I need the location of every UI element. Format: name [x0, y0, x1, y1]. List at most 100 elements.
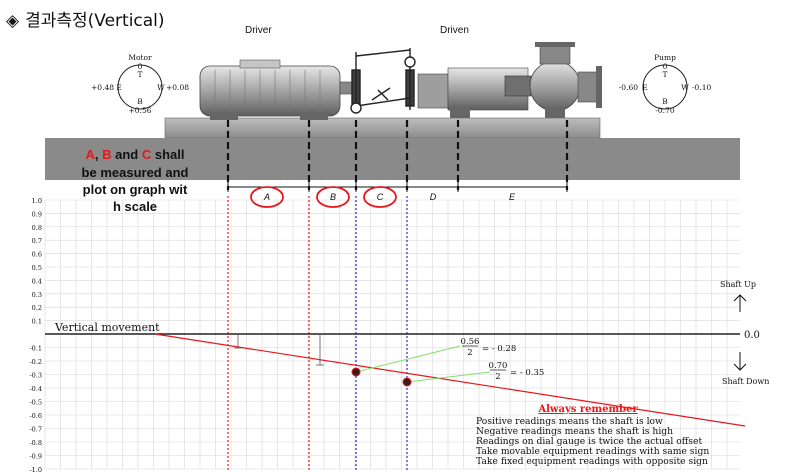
svg-text:+0.08: +0.08 — [166, 83, 189, 92]
motor-foot — [300, 112, 328, 120]
svg-text:T: T — [662, 70, 667, 79]
offset-dimensions — [234, 334, 324, 366]
shaft-up-label: Shaft Up — [720, 280, 756, 289]
pump-dial-circle — [642, 64, 688, 110]
reference-lines — [227, 196, 408, 470]
y-tick-label: 0.2 — [32, 304, 42, 312]
vertical-movement-label: Vertical movement — [54, 321, 160, 334]
segment-bar: A B C D E — [227, 182, 568, 208]
motor-shaft — [339, 81, 353, 95]
segment-label-d: D — [430, 192, 437, 202]
page-title: ◈결과측정(Vertical) — [6, 6, 165, 31]
pump-name: Pump — [654, 53, 676, 62]
y-tick-label: 0.1 — [32, 318, 42, 326]
svg-text:-0.60: -0.60 — [619, 83, 638, 92]
zero-label: 0.0 — [744, 330, 760, 341]
svg-text:T: T — [137, 70, 142, 79]
y-tick-label: 0.7 — [32, 237, 42, 245]
remember-line: Readings on dial gauge is twice the actu… — [476, 436, 702, 447]
instruction-note: A, B and C shall be measured and plot on… — [82, 147, 189, 214]
title-text: 결과측정(Vertical) — [25, 11, 165, 31]
formula-1: 0.56 2 = - 0.28 — [461, 337, 517, 358]
y-tick-label: 0.4 — [32, 277, 42, 285]
segment-c-circle — [363, 186, 397, 208]
motor-body — [199, 65, 341, 117]
pump-casing — [529, 60, 581, 112]
y-tick-label: 0.3 — [32, 291, 42, 299]
y-tick-label: -0.5 — [29, 399, 42, 407]
y-tick-label: 1.0 — [32, 197, 42, 205]
segment-b-circle — [316, 186, 350, 208]
motor-dial-circle — [117, 64, 163, 110]
svg-text:W: W — [157, 83, 165, 92]
shaft-down-label: Shaft Down — [722, 377, 769, 386]
svg-text:0.70: 0.70 — [489, 361, 508, 371]
pump-suction — [577, 71, 599, 103]
remember-heading: Always remember — [537, 404, 638, 415]
svg-text:0: 0 — [138, 62, 143, 71]
formula-2: 0.70 2 = - 0.35 — [489, 361, 545, 382]
segment-label-c: C — [377, 192, 384, 202]
svg-text:W: W — [681, 83, 689, 92]
svg-text:-0.70: -0.70 — [655, 106, 674, 115]
svg-text:0: 0 — [663, 62, 668, 71]
baseplate — [164, 117, 601, 139]
y-tick-label: 0.9 — [32, 210, 42, 218]
motor-readings: Motor 0 T +0.48 E W +0.08 B +0.56 — [91, 53, 189, 115]
y-tick-label: -0.2 — [29, 358, 42, 366]
segment-a-circle — [250, 186, 284, 208]
svg-text:B: B — [137, 97, 143, 106]
y-tick-label: -0.9 — [29, 453, 42, 461]
segment-label-e: E — [509, 192, 516, 202]
remember-line: Take fixed equipment readings with oppos… — [476, 456, 708, 467]
y-tick-label: -0.1 — [29, 345, 42, 353]
svg-text:2: 2 — [467, 348, 472, 358]
y-tick-label: 0.6 — [32, 251, 42, 259]
svg-text:A, B and C shall: A, B and C shall — [86, 147, 185, 162]
measurement-positions — [226, 120, 569, 190]
y-tick-label: -0.4 — [29, 385, 42, 393]
y-tick-label: -0.7 — [29, 426, 42, 434]
y-tick-label: 0.8 — [32, 224, 42, 232]
motor-terminal-box — [239, 59, 281, 69]
segment-label-b: B — [330, 192, 336, 202]
always-remember: Always remember Positive readings means … — [476, 404, 709, 467]
measurement-points — [351, 367, 412, 387]
svg-text:+0.56: +0.56 — [129, 106, 152, 115]
svg-text:B: B — [662, 97, 668, 106]
y-tick-label: -1.0 — [29, 466, 42, 474]
y-tick-label: -0.3 — [29, 372, 42, 380]
driven-label: Driven — [440, 25, 469, 36]
diamond-icon: ◈ — [6, 11, 20, 31]
svg-text:2: 2 — [495, 372, 500, 382]
svg-text:+0.48: +0.48 — [91, 83, 114, 92]
svg-text:0.56: 0.56 — [461, 337, 480, 347]
formula-connectors — [355, 345, 491, 383]
svg-text:= - 0.35: = - 0.35 — [510, 368, 544, 378]
y-tick-label: 0.5 — [32, 264, 42, 272]
segment-label-a: A — [263, 192, 270, 202]
driver-label: Driver — [245, 25, 272, 36]
y-tick-label: -0.6 — [29, 412, 42, 420]
remember-line: Negative readings means the shaft is hig… — [476, 426, 673, 437]
svg-text:plot on graph wit: plot on graph wit — [83, 182, 188, 197]
y-tick-label: -0.8 — [29, 439, 42, 447]
motor-name: Motor — [128, 53, 152, 62]
svg-text:E: E — [642, 83, 647, 92]
svg-text:be measured and: be measured and — [82, 165, 189, 180]
machine-illustration: Driver Driven — [45, 25, 740, 180]
remember-line: Positive readings means the shaft is low — [476, 416, 663, 427]
motor-foot — [210, 112, 238, 120]
svg-text:= - 0.28: = - 0.28 — [482, 344, 516, 354]
svg-text:E: E — [116, 83, 121, 92]
remember-line: Take movable equipment readings with sam… — [476, 446, 709, 457]
svg-text:h scale: h scale — [113, 199, 157, 214]
pump-bearing — [417, 73, 449, 109]
foundation — [45, 138, 740, 180]
dial-gauge-rig — [350, 48, 416, 114]
pump-readings: Pump 0 T -0.60 E W -0.10 B -0.70 — [619, 53, 712, 115]
offset-line — [154, 333, 746, 427]
shaft-direction: Shaft Up Shaft Down — [720, 280, 769, 386]
svg-text:-0.10: -0.10 — [692, 83, 711, 92]
